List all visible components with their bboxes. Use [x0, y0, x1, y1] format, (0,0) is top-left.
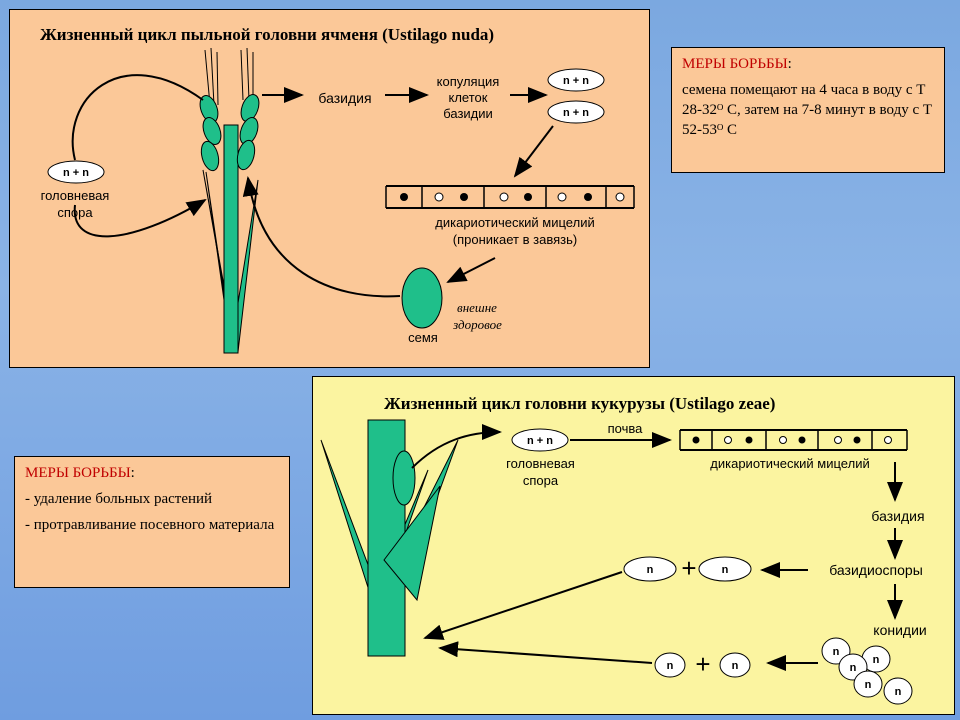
conidia-fusion-n-1: n: [666, 660, 674, 672]
conidia-cluster: [821, 637, 913, 705]
barley-mycelium-label-2: (проникает в завязь): [452, 232, 578, 247]
conidia-fusion-oval-1: [654, 652, 686, 678]
barley-mycelium-label-1: дикариотический мицелий: [435, 215, 595, 230]
corn-spore-label-1: головневая: [506, 456, 575, 471]
corn-spore-oval-text: n + n: [527, 435, 553, 447]
corn-measures-box: МЕРЫ БОРЬБЫ: - удаление больных растений…: [14, 456, 290, 588]
barley-spore-oval-text: n + n: [63, 167, 89, 179]
barley-plant: [199, 47, 260, 354]
corn-measures-heading: МЕРЫ БОРЬБЫ: [25, 465, 131, 481]
basidiospore-oval-2: [698, 556, 752, 582]
barley-measures-colon: :: [787, 56, 792, 72]
barley-basidia-label: базидия: [318, 90, 372, 106]
conidium-n-2: n: [872, 654, 880, 666]
corn-mycelium-label: дикариотический мицелий: [710, 456, 870, 471]
corn-spore-oval: [511, 428, 569, 452]
barley-seed: [401, 267, 443, 329]
barley-measures-text: семена помещают на 4 часа в воду с Т 28-…: [682, 82, 933, 138]
basidiospore-oval-1: [623, 556, 677, 582]
healthy-label-2: здоровое: [453, 317, 502, 332]
conidium-n-5: n: [894, 686, 902, 698]
barley-spore-label-2: спора: [57, 205, 93, 220]
soil-label: почва: [607, 421, 643, 436]
nn-bottom-oval: [547, 100, 605, 124]
basidiospore-n-2: n: [721, 564, 729, 576]
barley-spore-oval: [47, 160, 105, 184]
basidiospores-label: базидиоспоры: [829, 562, 923, 578]
conidia-fusion-oval-2: [719, 652, 751, 678]
conidia-fusion-plus: +: [695, 649, 711, 679]
corn-plant: [320, 419, 459, 657]
copulation-label-1: копуляция: [436, 74, 500, 89]
barley-title: Жизненный цикл пыльной головни ячменя (U…: [40, 25, 495, 44]
nn-top-oval: [547, 68, 605, 92]
corn-measures-item-2: - протравливание посевного материала: [25, 517, 275, 533]
barley-measures-box: МЕРЫ БОРЬБЫ: семена помещают на 4 часа в…: [671, 47, 945, 173]
corn-measures-item-1: - удаление больных растений: [25, 491, 213, 507]
conidium-n-4: n: [864, 679, 872, 691]
corn-basidia-label: базидия: [871, 508, 925, 524]
conidium-n-3: n: [849, 662, 857, 674]
copulation-label-2: клеток: [448, 90, 488, 105]
barley-spore-label-1: головневая: [40, 188, 110, 203]
copulation-label-3: базидии: [443, 106, 493, 121]
conidium-n-1: n: [832, 646, 840, 658]
healthy-label-1: внешне: [457, 300, 497, 315]
corn-title: Жизненный цикл головни кукурузы (Ustilag…: [384, 394, 776, 413]
basidiospore-plus: +: [681, 553, 697, 583]
seed-label: семя: [408, 330, 438, 345]
conidia-fusion-n-2: n: [731, 660, 739, 672]
conidia-label: конидии: [873, 622, 927, 638]
barley-measures-heading: МЕРЫ БОРЬБЫ: [682, 56, 788, 72]
corn-spore-label-2: спора: [522, 473, 559, 488]
barley-mycelium-strip: [385, 185, 635, 209]
nn-bottom-text: n + n: [563, 107, 589, 119]
barley-cycle-panel: [9, 9, 650, 368]
basidiospore-n-1: n: [646, 564, 654, 576]
nn-top-text: n + n: [563, 75, 589, 87]
corn-mycelium-strip: [679, 429, 908, 451]
corn-measures-colon: :: [130, 465, 135, 481]
